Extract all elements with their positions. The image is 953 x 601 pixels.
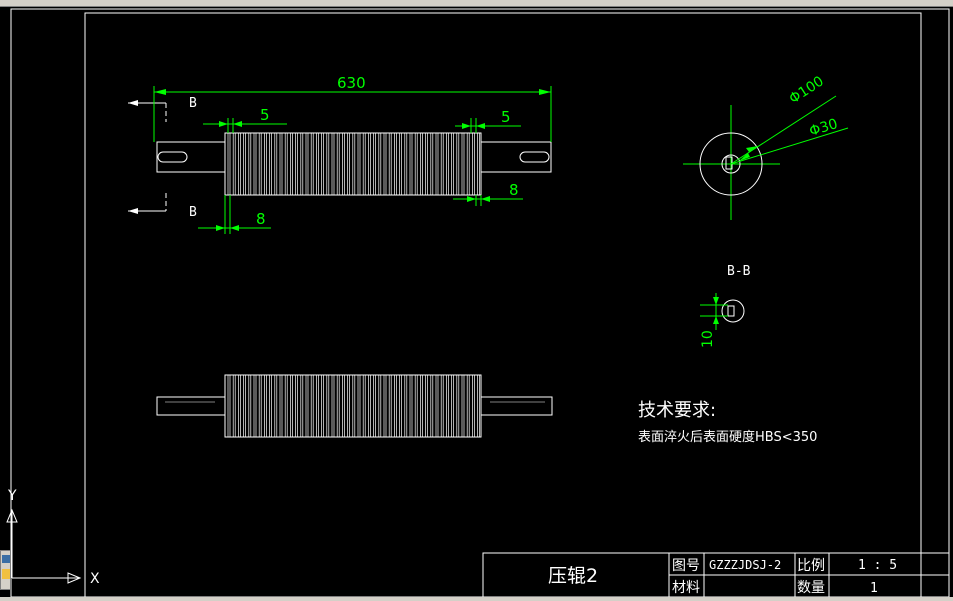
right-shaft-outline-2 — [481, 396, 553, 416]
floating-toolbar[interactable] — [0, 550, 11, 590]
scale-label: 比例 — [797, 558, 825, 574]
section-mark-top: B — [189, 96, 197, 111]
dimension-right-groove[interactable] — [455, 118, 521, 133]
dim-section-height-text: 10 — [700, 330, 716, 348]
section-mark-bottom: B — [189, 205, 197, 220]
qty-label: 数量 — [797, 580, 825, 596]
ucs-icon — [6, 508, 82, 584]
dim-dia-outer-text: Φ100 — [786, 73, 826, 107]
dimension-left-pitch[interactable] — [198, 195, 271, 234]
drawing-no-label: 图号 — [672, 558, 700, 574]
dim-left-groove-text: 5 — [260, 106, 270, 124]
roller-front-view[interactable] — [156, 132, 552, 196]
material-label: 材料 — [672, 580, 700, 596]
roller-end-view[interactable] — [683, 105, 780, 220]
dim-dia-inner-text: Φ30 — [807, 116, 839, 140]
section-view[interactable] — [700, 293, 745, 330]
dimension-overall[interactable] — [153, 86, 552, 142]
qty-value: 1 — [870, 581, 878, 596]
part-name: 压辊2 — [548, 565, 598, 587]
dimension-dia-inner[interactable] — [730, 127, 849, 165]
right-keyway — [519, 151, 550, 163]
drawing-no: GZZZJDSJ-2 — [709, 558, 781, 572]
section-arrow-bottom — [128, 193, 167, 214]
roller-top-view[interactable] — [156, 374, 553, 438]
left-shaft-outline — [156, 141, 225, 173]
properties-icon[interactable] — [2, 569, 10, 579]
left-keyway — [157, 151, 188, 163]
roller-grooves-2 — [227, 375, 480, 437]
left-shaft-outline-2 — [156, 396, 225, 416]
status-bar — [0, 597, 953, 601]
ucs-x-label: X — [90, 571, 100, 587]
section-title: B-B — [727, 264, 751, 279]
dim-right-groove-text: 5 — [501, 108, 511, 126]
ucs-y-label: Y — [7, 488, 17, 504]
roller-grooves — [227, 133, 480, 195]
dim-left-pitch-text: 8 — [256, 210, 266, 228]
dimension-dia-outer[interactable] — [730, 95, 837, 165]
layer-icon[interactable] — [2, 555, 10, 563]
notes-heading: 技术要求: — [638, 400, 716, 421]
dimension-right-pitch[interactable] — [453, 195, 523, 206]
title-block[interactable] — [482, 552, 950, 598]
right-shaft-outline — [481, 141, 552, 173]
dim-overall-text: 630 — [337, 74, 366, 92]
dim-right-pitch-text: 8 — [509, 181, 519, 199]
scale-value: 1 : 5 — [858, 558, 897, 573]
dimension-left-groove[interactable] — [203, 118, 287, 133]
application-toolbar — [0, 0, 953, 7]
notes-text: 表面淬火后表面硬度HBS<350 — [638, 429, 817, 445]
section-arrow-top — [128, 100, 167, 122]
